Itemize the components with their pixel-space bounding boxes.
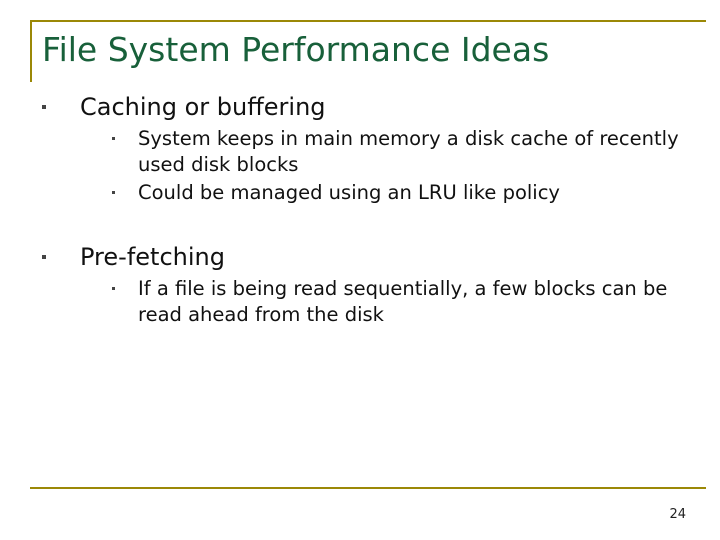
bullet-level1-label: Caching or buffering (80, 93, 326, 121)
sub-bullet-list: If a file is being read sequentially, a … (80, 276, 702, 328)
bullet-level1-label: Pre-fetching (80, 243, 225, 271)
bullet-dot-icon (42, 255, 46, 259)
bullet-dot-icon (112, 137, 115, 140)
bullet-level2: If a file is being read sequentially, a … (106, 276, 702, 328)
bullet-level2-label: Could be managed using an LRU like polic… (138, 181, 560, 204)
bullet-dot-icon (42, 105, 46, 109)
sub-bullet-list: System keeps in main memory a disk cache… (80, 126, 702, 206)
bullet-level2-label: If a file is being read sequentially, a … (138, 277, 668, 326)
bullet-dot-icon (112, 287, 115, 290)
page-title: File System Performance Ideas (42, 30, 550, 69)
spacer (38, 208, 702, 242)
page-number: 24 (669, 507, 686, 522)
bullet-level2: System keeps in main memory a disk cache… (106, 126, 702, 178)
bullet-level1: Pre-fetching If a file is being read seq… (38, 242, 702, 328)
bullet-level2-label: System keeps in main memory a disk cache… (138, 127, 679, 176)
left-border-line (30, 20, 32, 82)
slide-content: Caching or buffering System keeps in mai… (38, 92, 702, 330)
bullet-level2: Could be managed using an LRU like polic… (106, 180, 702, 206)
bottom-border-line (30, 487, 706, 489)
bullet-dot-icon (112, 191, 115, 194)
bullet-level1: Caching or buffering System keeps in mai… (38, 92, 702, 206)
top-border-line (30, 20, 706, 22)
